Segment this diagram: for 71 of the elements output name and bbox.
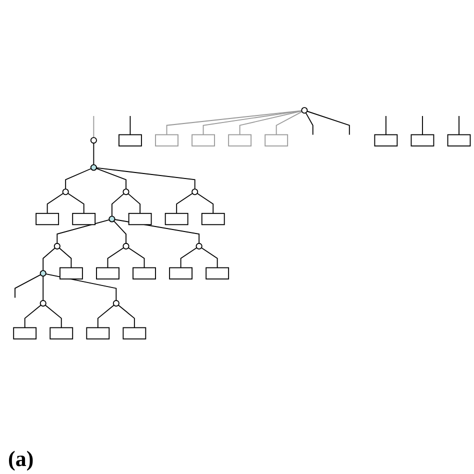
connector-line: [114, 219, 200, 244]
connector-line: [46, 193, 64, 214]
connector-line: [42, 276, 44, 302]
circle-node: [196, 243, 202, 250]
square-node: [201, 213, 225, 226]
circle-node: [108, 216, 116, 222]
connector-line: [176, 193, 193, 214]
square-node: [72, 213, 96, 226]
circle-node: [112, 300, 120, 307]
square-node: [122, 327, 146, 340]
square-node: [86, 327, 110, 340]
connector-line: [130, 116, 131, 136]
connector-line: [96, 168, 196, 190]
circle-node: [301, 107, 308, 114]
connector-line: [458, 116, 460, 136]
square-node: [206, 267, 230, 280]
connector-line: [385, 116, 386, 136]
connector-line: [24, 304, 42, 328]
connector-line: [111, 193, 124, 217]
connector-line: [276, 111, 302, 136]
connector-line: [128, 247, 145, 268]
square-node: [164, 213, 188, 226]
square-node: [192, 134, 215, 147]
circle-node: [122, 243, 130, 250]
connector-line: [113, 220, 126, 244]
square-node: [169, 267, 192, 280]
square-node: [228, 134, 252, 147]
circle-node: [90, 137, 97, 144]
connector-line: [42, 248, 56, 272]
connector-line: [128, 193, 141, 214]
square-node: [264, 134, 288, 147]
connector-line: [239, 110, 302, 136]
circle-node: [54, 243, 60, 250]
connector-line: [422, 116, 423, 136]
square-node: [155, 134, 178, 147]
square-node: [374, 134, 398, 147]
connector-line: [96, 168, 126, 190]
connector-line: [97, 304, 114, 328]
circle-node: [40, 270, 46, 277]
square-node: [132, 267, 156, 280]
connector-line: [58, 248, 72, 268]
square-node: [96, 267, 120, 280]
square-node: [447, 134, 471, 147]
square-node: [60, 267, 83, 280]
connector-line: [65, 168, 92, 190]
square-node: [128, 213, 152, 226]
square-node: [50, 327, 74, 340]
circle-node: [192, 188, 198, 196]
circle-node: [90, 164, 97, 171]
connector-line: [196, 193, 214, 214]
circle-node: [62, 188, 69, 196]
connector-line: [93, 142, 94, 166]
square-node: [410, 134, 434, 147]
connector-line: [67, 193, 84, 214]
connector-line: [306, 110, 350, 136]
panel-label: (a): [8, 446, 34, 471]
square-node: [36, 213, 60, 226]
square-node: [13, 327, 37, 340]
connector-line: [305, 112, 314, 136]
connector-line: [56, 219, 110, 244]
square-node: [118, 134, 142, 147]
connector-line: [45, 274, 117, 302]
connector-line: [93, 116, 94, 138]
connector-line: [107, 247, 124, 268]
connector-line: [118, 304, 135, 328]
connector-line: [200, 247, 218, 268]
connector-line: [44, 304, 62, 328]
connector-line: [180, 247, 198, 268]
circle-node: [40, 300, 46, 307]
circle-node: [122, 188, 130, 196]
connector-line: [14, 274, 42, 298]
